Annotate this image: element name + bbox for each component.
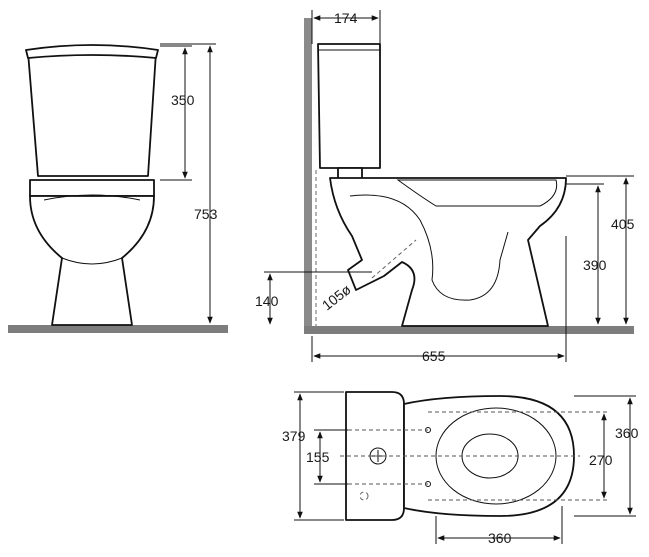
dim-side-outlet-diameter: 105ø (319, 281, 354, 314)
front-seat (29, 179, 155, 197)
front-bowl-inner (61, 257, 123, 265)
dim-side-bowl-height: 390 (583, 257, 607, 273)
side-view: 174 405 390 140 105ø 655 (255, 10, 635, 364)
front-floor (8, 325, 228, 333)
dim-top-mount-spacing: 360 (488, 530, 512, 546)
side-wall (304, 18, 312, 333)
front-bowl-rim (43, 194, 141, 201)
dim-side-total-length: 655 (422, 348, 446, 364)
dim-side-seat-height: 405 (611, 216, 635, 232)
front-tank-lid (25, 44, 159, 59)
side-tank (317, 43, 381, 169)
dim-side-tank-depth: 174 (334, 10, 358, 26)
dim-top-tank-width: 379 (282, 428, 306, 444)
top-drain-hole (359, 491, 369, 501)
front-view: 350 753 (8, 43, 228, 333)
side-floor (304, 326, 634, 334)
front-bowl (29, 195, 155, 326)
side-seat (396, 179, 558, 207)
side-trap-channel (349, 194, 509, 301)
dim-front-total-height: 753 (194, 206, 218, 222)
dim-side-outlet-height: 140 (255, 293, 279, 309)
dim-top-total-width: 360 (615, 425, 639, 441)
dim-top-hole-spacing: 155 (306, 449, 330, 465)
side-outlet-axis (371, 239, 417, 279)
top-seat-outer (435, 407, 557, 505)
front-tank (27, 51, 157, 177)
top-view: 379 155 270 360 360 (282, 391, 639, 546)
dim-top-seat-width: 270 (589, 452, 613, 468)
side-bowl (329, 177, 567, 327)
dim-front-tank-height: 350 (171, 92, 195, 108)
